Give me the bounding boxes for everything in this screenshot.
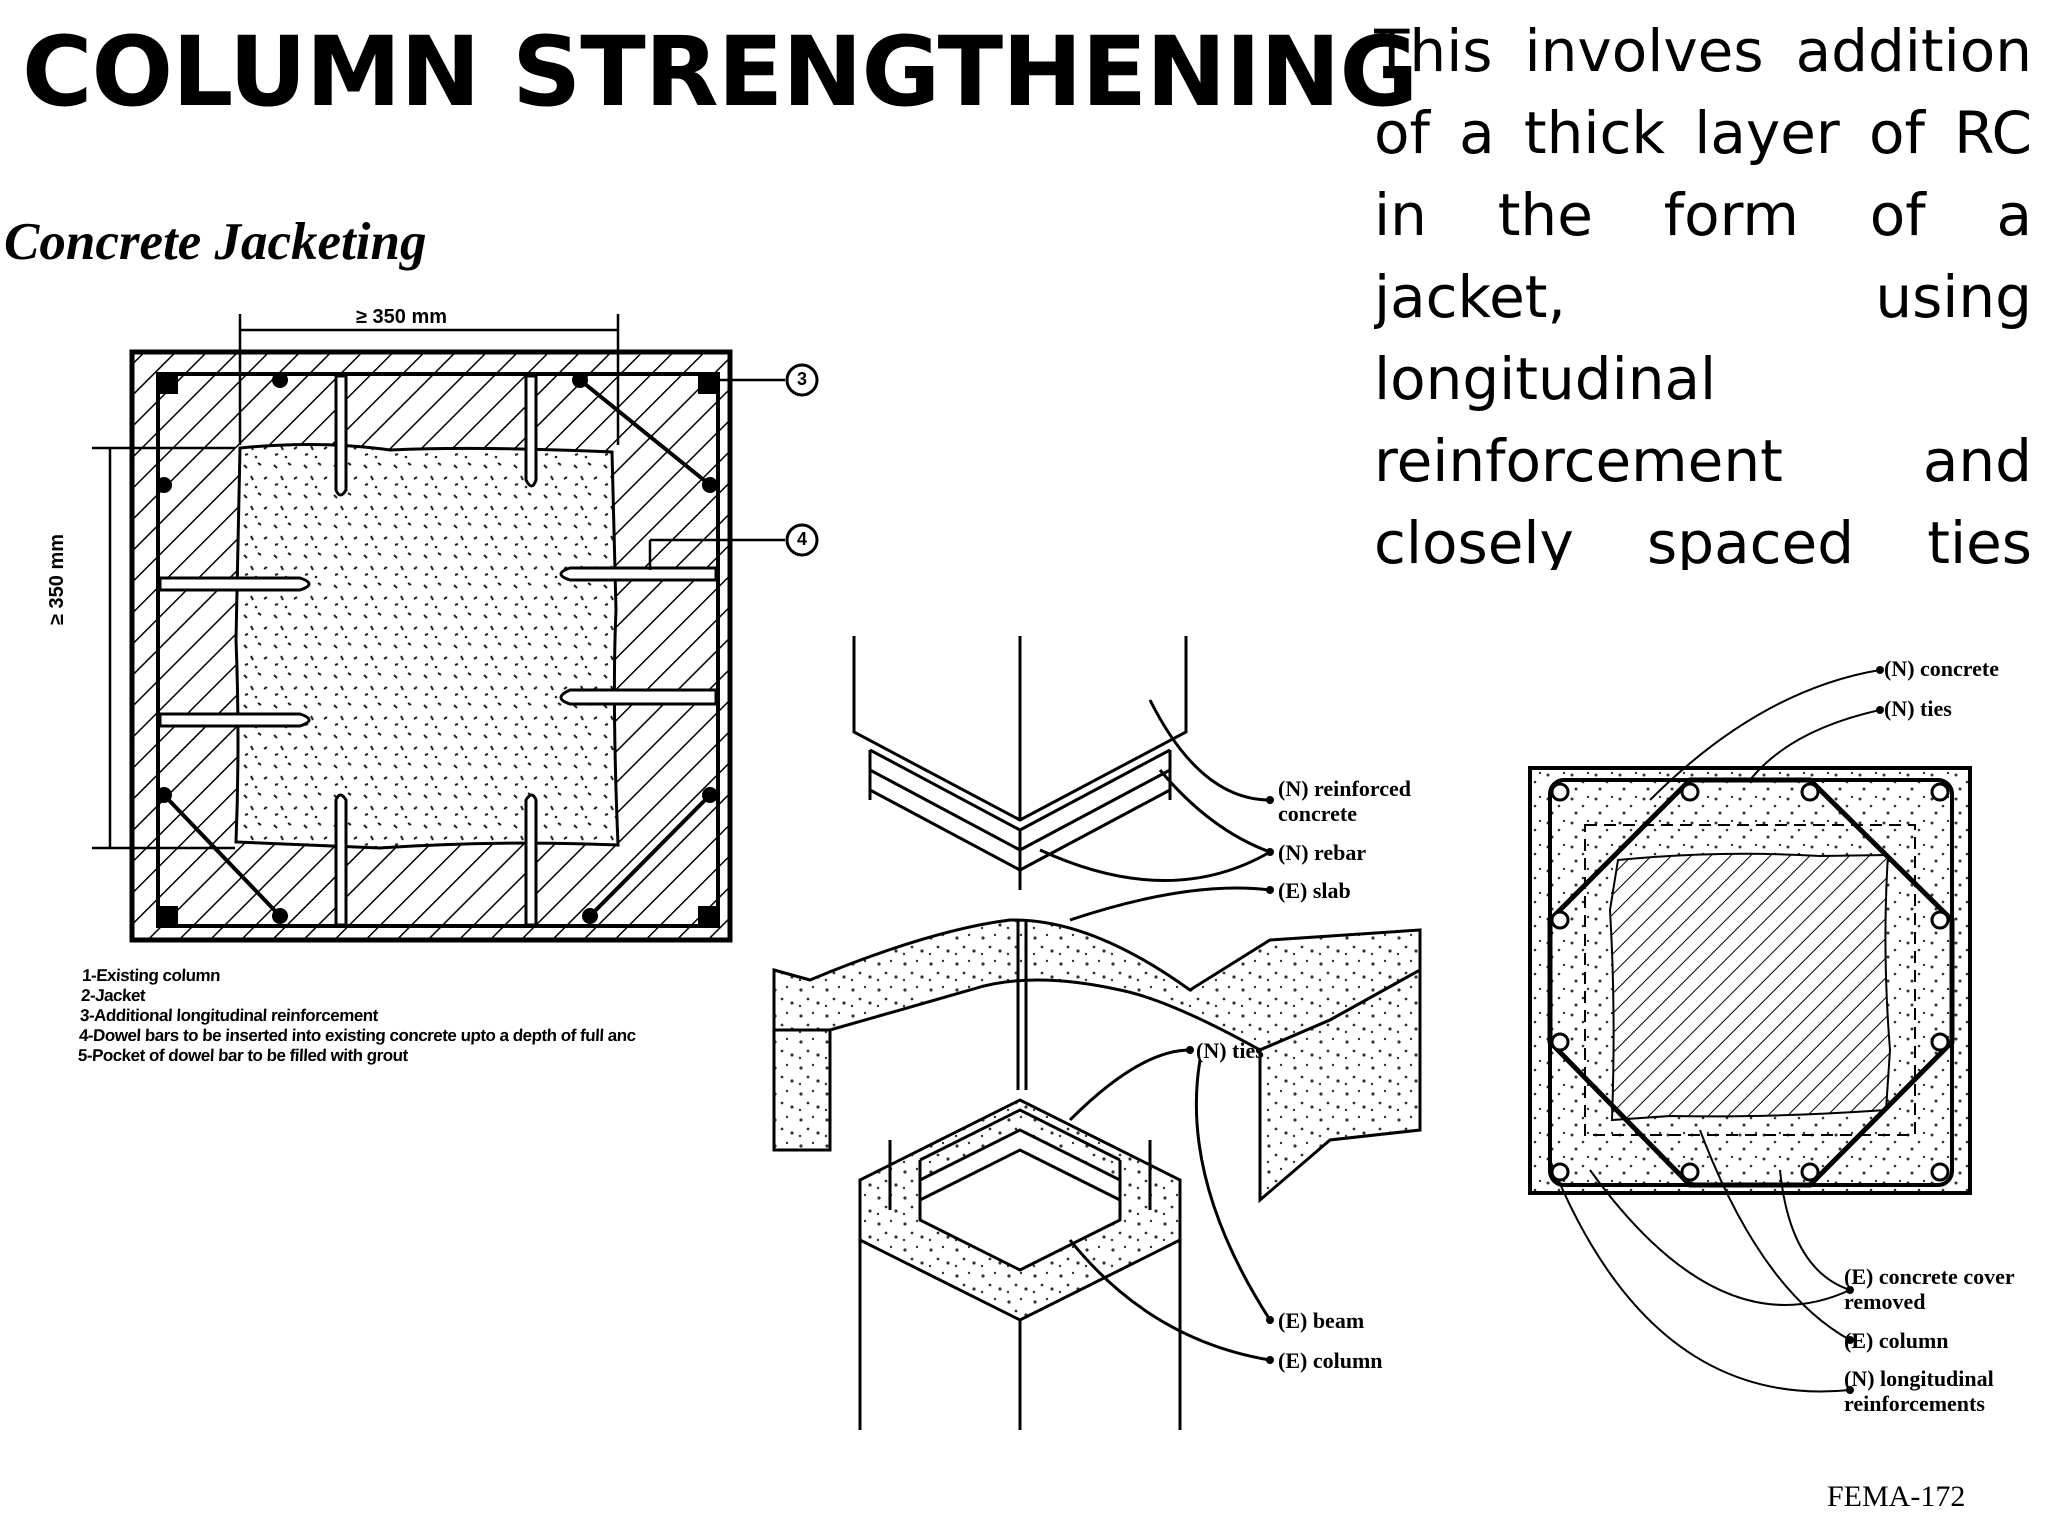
label-n-concrete: (N) concrete: [1884, 656, 2000, 681]
legend-item: 1-Existing column: [81, 966, 221, 985]
dim-side-label: ≥ 350 mm: [46, 533, 68, 625]
legend-item: 5-Pocket of dowel bar to be filled with …: [77, 1046, 409, 1065]
legend-item: 2-Jacket: [80, 986, 146, 1005]
label-e-concrete-cover-removed: (E) concrete cover removed: [1844, 1264, 2015, 1314]
callout-3: 3: [796, 369, 807, 389]
label-n-longitudinal-reinforcements: (N) longitudinal reinforcements: [1844, 1366, 1994, 1416]
source-citation: FEMA-172: [1827, 1480, 1966, 1513]
legend-list: 1-Existing column 2-Jacket 3-Additional …: [77, 966, 732, 1066]
label-e-slab: (E) slab: [1278, 878, 1351, 903]
description-text: This involves addition of a thick layer …: [1374, 17, 2032, 570]
legend-item: 3-Additional longitudinal reinforcement: [79, 1006, 379, 1025]
label-e-beam: (E) beam: [1278, 1308, 1365, 1333]
dim-top-label: ≥ 350 mm: [356, 306, 448, 328]
section-subtitle: Concrete Jacketing: [4, 213, 427, 271]
legend-item: 4-Dowel bars to be inserted into existin…: [78, 1026, 637, 1045]
label-n-ties-plan: (N) ties: [1884, 696, 1952, 721]
callout-4: 4: [796, 529, 807, 549]
label-e-column-plan: (E) column: [1844, 1328, 1949, 1353]
label-n-reinforced-concrete: (N) reinforced concrete: [1278, 776, 1411, 826]
label-e-column: (E) column: [1278, 1348, 1383, 1373]
page-title: COLUMN STRENGTHENING: [22, 16, 1418, 128]
label-n-ties: (N) ties: [1196, 1038, 1264, 1063]
jacket-section-drawing: [92, 314, 819, 943]
label-n-rebar: (N) rebar: [1278, 840, 1367, 865]
plan-section-drawing: [1528, 666, 1972, 1394]
isometric-jacket-drawing: [772, 636, 1422, 1430]
